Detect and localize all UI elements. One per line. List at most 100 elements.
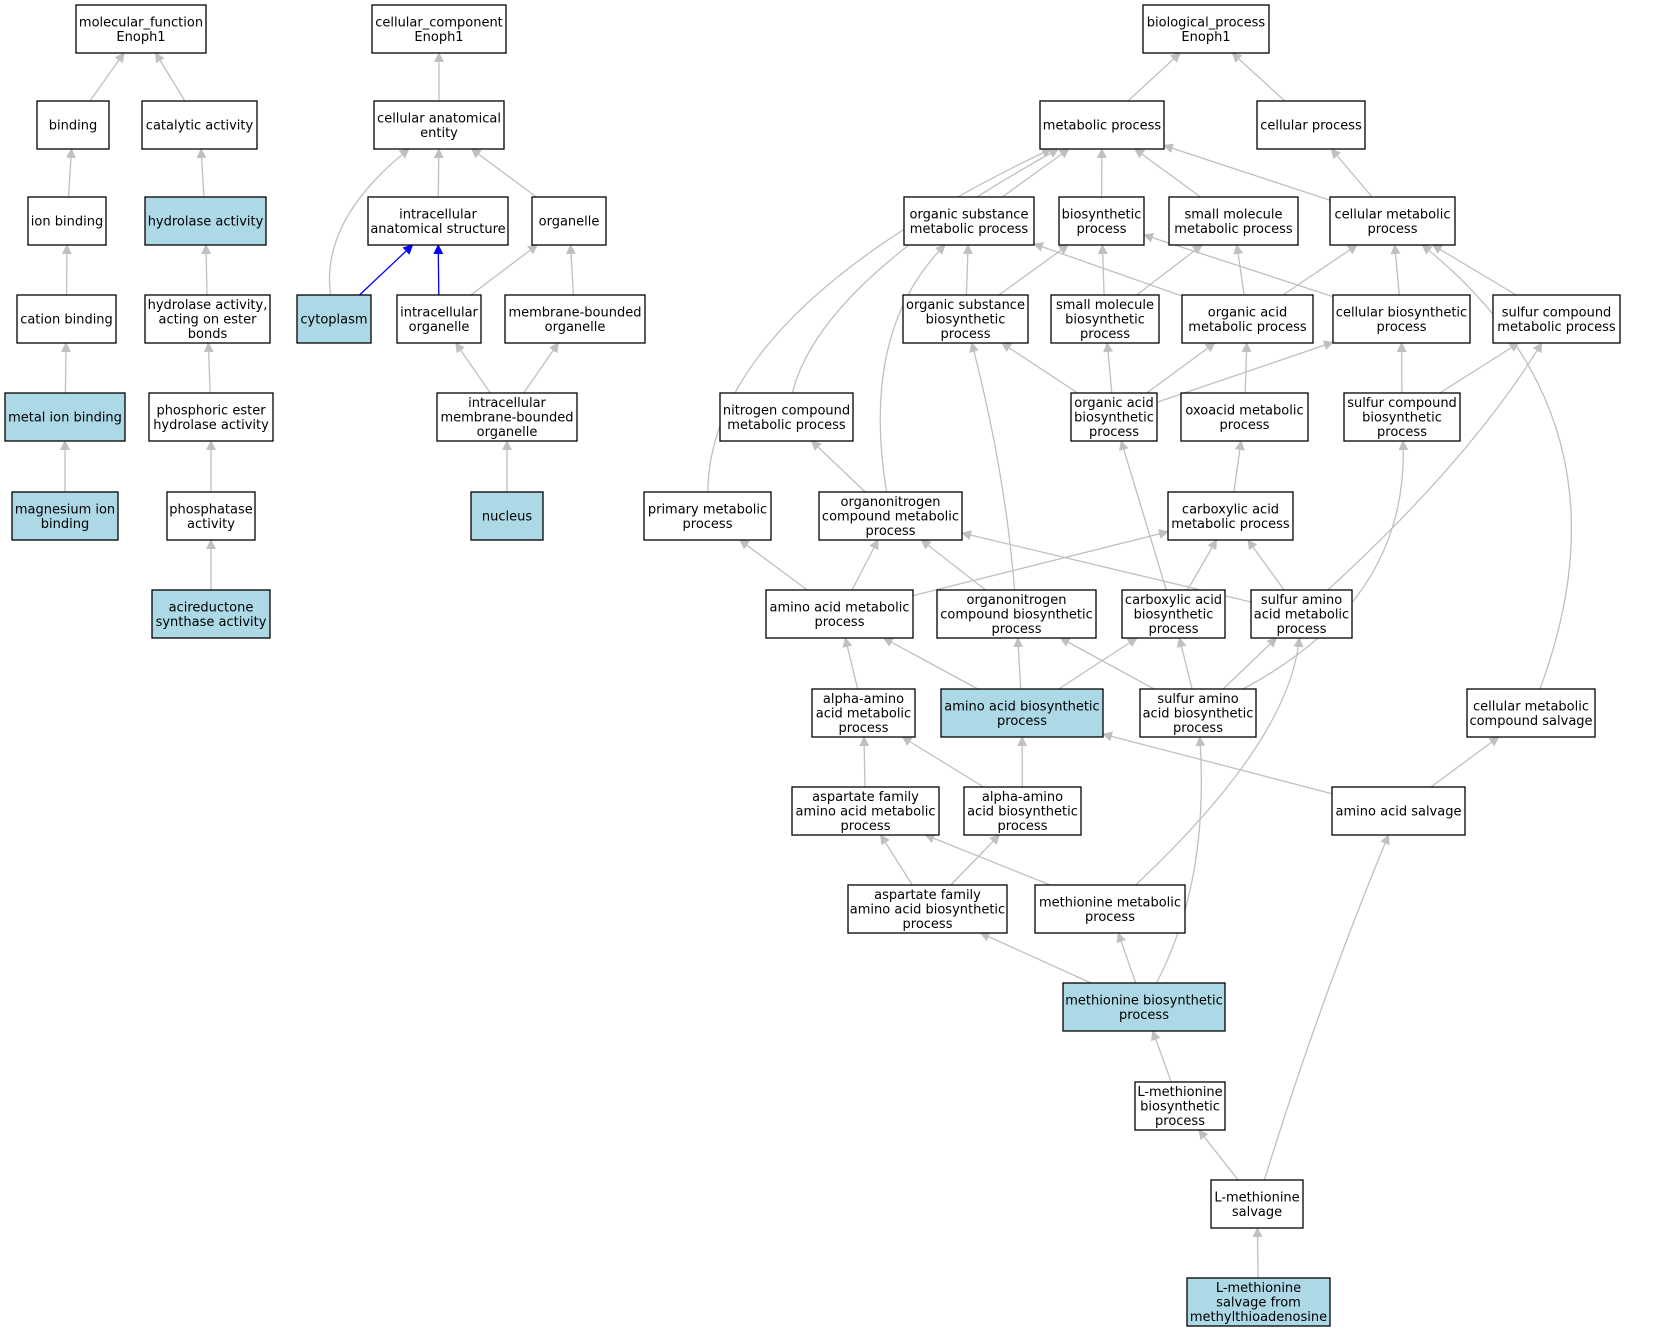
node-label-line: oxoacid metabolic — [1185, 403, 1303, 418]
node-label-line: intracellular — [468, 396, 546, 411]
go-term-node-amino-salvage[interactable]: amino acid salvage — [1331, 786, 1466, 836]
node-label-line: sulfur compound — [1502, 305, 1612, 320]
edge-line — [523, 342, 559, 394]
edge-line — [1231, 52, 1286, 102]
node-box — [791, 786, 940, 836]
go-term-node-nucleus[interactable]: nucleus — [470, 491, 544, 541]
edge-line — [882, 637, 979, 690]
edge-sulfur_amino_met-to-carboxylic_met — [1247, 539, 1285, 591]
go-term-node-catalytic[interactable]: catalytic activity — [141, 100, 258, 150]
go-term-node-hydrolase[interactable]: hydrolase activity — [144, 196, 267, 246]
node-box — [1180, 392, 1309, 442]
edge-organonitrogen_met-to-org_sub_met — [879, 244, 946, 493]
node-label-line: phosphoric ester — [156, 403, 266, 418]
node-box — [1058, 196, 1145, 246]
edge-amino_bio-to-organonitrogen_bio — [1013, 637, 1024, 690]
edge-line — [998, 244, 1070, 296]
edge-sulfur_amino_bio-to-sulfur_comp_bio — [1242, 440, 1409, 690]
go-term-node-metabolic[interactable]: metabolic process — [1039, 100, 1165, 150]
node-box — [1181, 294, 1314, 344]
node-box — [902, 294, 1029, 344]
node-label-line: organelle — [545, 320, 606, 335]
node-label-line: intracellular — [399, 207, 477, 222]
node-label-line: cation binding — [20, 313, 113, 328]
edge-org_acid_met-to-org_sub_met — [1033, 242, 1183, 297]
go-term-node-metal-ion[interactable]: metal ion binding — [4, 392, 126, 442]
edge-line — [1033, 242, 1183, 297]
node-label-line: acid biosynthetic — [967, 805, 1078, 820]
edge-line — [1116, 932, 1137, 984]
edge-imbo-to-mb_organelle — [523, 342, 559, 394]
edge-line — [950, 834, 1000, 886]
edge-line — [1186, 539, 1218, 591]
go-term-node-organelle[interactable]: organelle — [531, 196, 607, 246]
node-label-line: amino acid metabolic — [796, 805, 936, 820]
go-term-node-cellular-process[interactable]: cellular process — [1256, 100, 1366, 150]
go-term-node-cytoplasm[interactable]: cytoplasm — [296, 294, 372, 344]
edge-aspartate_met-to-alpha_amino_met — [859, 736, 870, 788]
edge-line — [1431, 244, 1517, 296]
node-box — [1168, 196, 1299, 246]
edge-org_acid_bio-to-org_acid_met — [1146, 342, 1216, 394]
node-label-line: amino acid biosynthetic — [850, 903, 1005, 918]
edge-line — [1222, 637, 1278, 690]
edge-mb_organelle-to-organelle — [566, 244, 577, 296]
node-box — [1343, 392, 1461, 442]
node-label-line: biosynthetic — [1065, 313, 1145, 328]
edge-line — [455, 342, 491, 394]
go-term-node-cation-binding[interactable]: cation binding — [16, 294, 117, 344]
node-label-line: metabolic process — [1188, 320, 1307, 335]
go-term-node-binding[interactable]: binding — [36, 100, 110, 150]
edge-line — [791, 148, 1060, 394]
go-term-node-ion-binding[interactable]: ion binding — [27, 196, 107, 246]
edge-organonitrogen_bio-to-org_sub_bio — [969, 342, 1016, 591]
edge-lmet_salvage-to-amino_salvage — [1263, 834, 1390, 1181]
node-label-line: metabolic process — [910, 222, 1029, 237]
